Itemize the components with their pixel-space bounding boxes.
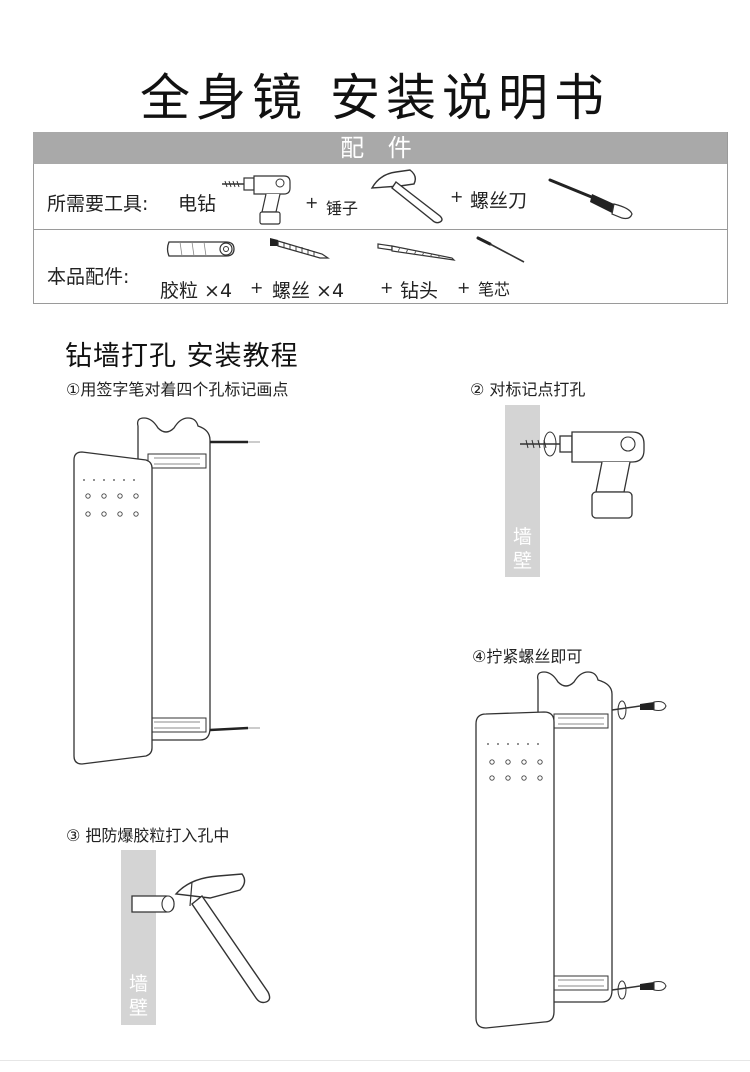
step-3-label: ③ 把防爆胶粒打入孔中 bbox=[66, 822, 229, 846]
page-bottom-divider bbox=[0, 1060, 750, 1061]
anchor-icon bbox=[166, 238, 238, 260]
drill-icon bbox=[222, 170, 294, 228]
plus-sign: + bbox=[305, 193, 318, 212]
tool-drill-label: 电钻 bbox=[178, 189, 216, 216]
plus-sign: + bbox=[450, 187, 463, 206]
step-4-mirror-illustration bbox=[470, 672, 680, 1034]
accessory-anchor-label: 胶粒 ×4 bbox=[160, 276, 232, 303]
hammer-icon bbox=[370, 166, 450, 224]
step-4-label: ④拧紧螺丝即可 bbox=[472, 643, 582, 667]
document-title: 全身镜 安装说明书 bbox=[0, 58, 750, 130]
pen-refill-icon bbox=[476, 236, 528, 266]
step-1-label: ①用签字笔对着四个孔标记画点 bbox=[66, 376, 288, 400]
tutorial-title: 钻墙打孔 安装教程 bbox=[65, 334, 299, 373]
accessories-label: 本品配件: bbox=[47, 262, 129, 289]
tool-screwdriver-label: 螺丝刀 bbox=[470, 186, 527, 213]
tool-hammer-label: 锤子 bbox=[326, 195, 358, 219]
step-2-label: ② 对标记点打孔 bbox=[470, 376, 585, 400]
step-3-hammer-illustration bbox=[130, 872, 280, 1008]
step-2-drill-illustration bbox=[520, 420, 670, 524]
accessory-drill-bit-label: 钻头 bbox=[400, 276, 438, 303]
tools-label: 所需要工具: bbox=[47, 189, 148, 216]
step-1-mirror-illustration bbox=[70, 418, 280, 768]
screwdriver-icon bbox=[548, 176, 638, 220]
screw-icon bbox=[268, 236, 330, 260]
accessory-screw-label: 螺丝 ×4 bbox=[272, 276, 344, 303]
plus-sign: + bbox=[380, 278, 393, 297]
accessory-pen-refill-label: 笔芯 bbox=[478, 276, 510, 300]
plus-sign: + bbox=[250, 278, 263, 297]
parts-row-divider bbox=[33, 229, 727, 230]
wall-label: 墙壁 bbox=[505, 525, 540, 573]
drill-bit-icon bbox=[376, 240, 458, 264]
plus-sign: + bbox=[457, 278, 470, 297]
parts-header: 配 件 bbox=[33, 132, 727, 164]
